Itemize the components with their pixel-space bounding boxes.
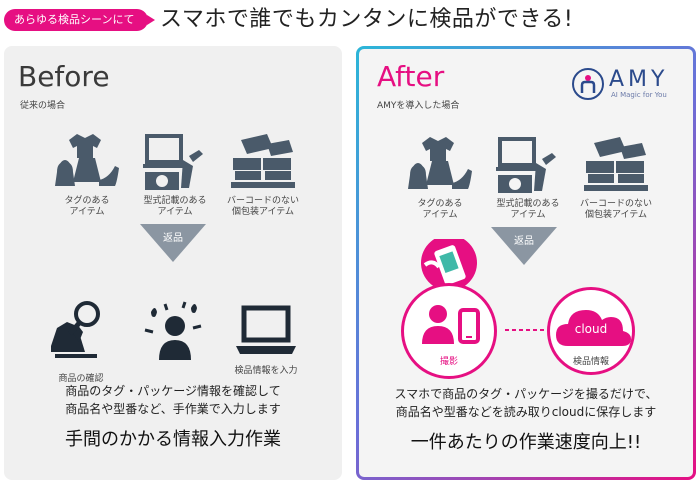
down-arrow-icon: [140, 224, 206, 262]
header: あらゆる検品シーンにて スマホで誰でもカンタンに検品ができる!: [0, 0, 700, 44]
result-inspect: 商品の確認: [46, 298, 116, 384]
result-label: 撮影: [439, 357, 458, 367]
before-panel: Before 従来の場合 タグのある アイテム 型式記載のある アイテム: [4, 46, 342, 480]
return-label: 返品: [514, 236, 534, 247]
amy-logo-icon: [572, 68, 604, 100]
appliance-icon: [143, 134, 203, 190]
item-tagged: タグのある アイテム: [42, 130, 132, 218]
item-label: タグのある アイテム: [417, 199, 463, 220]
after-title: After: [377, 60, 445, 93]
return-label: 返品: [163, 233, 183, 244]
before-description-text: 商品のタグ・パッケージ情報を確認して 商品名や型番など、手作業で入力します: [65, 384, 281, 416]
result-input: 検品情報を入力: [224, 304, 308, 376]
after-panel: After AMYを導入した場合 AMY AI Magic for You タグ…: [356, 46, 696, 480]
item-package: バーコードのない 個包装アイテム: [571, 133, 661, 221]
item-label: バーコードのない 個包装アイテム: [579, 199, 652, 220]
laptop-icon: [236, 305, 296, 354]
before-results: 商品の確認 検品情報を入力: [4, 280, 342, 390]
item-package: バーコードのない 個包装アイテム: [218, 130, 308, 218]
return-arrow: 返品: [140, 224, 206, 264]
person-phone-icon: [422, 305, 480, 344]
cloud-text: cloud: [574, 322, 608, 336]
result-label: 商品の確認: [58, 374, 104, 384]
inspect-icon: [49, 301, 100, 358]
headline: スマホで誰でもカンタンに検品ができる!: [160, 7, 574, 32]
item-label: 型式記載のある アイテム: [496, 199, 560, 220]
after-summary: 一件あたりの作業速度向上!!: [410, 432, 642, 453]
amy-logo-tagline: AI Magic for You: [611, 91, 667, 99]
dotted-connector: [505, 329, 545, 331]
item-label: タグのある アイテム: [64, 196, 110, 217]
cloud-icon: [556, 310, 631, 346]
sweating-person-icon: [144, 301, 202, 360]
clothing-icon: [55, 134, 119, 186]
item-model: 型式記載のある アイテム: [483, 133, 573, 221]
after-results: 撮影 cloud 検品情報: [359, 283, 693, 393]
down-arrow-icon: [491, 227, 557, 265]
return-arrow: 返品: [491, 227, 557, 267]
before-items: タグのある アイテム 型式記載のある アイテム: [4, 130, 342, 230]
after-description-text: スマホで商品のタグ・パッケージを撮るだけで、 商品名や型番などを読み取りclou…: [394, 387, 658, 419]
result-shoot: 撮影: [401, 283, 497, 379]
packaged-goods-icon: [584, 137, 648, 191]
result-sweat: [138, 300, 208, 369]
after-description: スマホで商品のタグ・パッケージを撮るだけで、 商品名や型番などを読み取りclou…: [359, 385, 693, 421]
after-items: タグのある アイテム 型式記載のある アイテム: [359, 133, 693, 233]
item-label: 型式記載のある アイテム: [143, 196, 207, 217]
before-title: Before: [18, 60, 110, 93]
result-cloud: cloud 検品情報: [547, 287, 635, 375]
clothing-icon: [408, 137, 472, 189]
result-label: 検品情報を入力: [234, 366, 298, 376]
amy-logo-text: AMY: [609, 67, 669, 92]
item-model: 型式記載のある アイテム: [130, 130, 220, 218]
scene-tag: あらゆる検品シーンにて: [4, 9, 156, 31]
result-label: 検品情報: [572, 357, 609, 367]
item-tagged: タグのある アイテム: [395, 133, 485, 221]
packaged-goods-icon: [231, 134, 295, 188]
before-description: 商品のタグ・パッケージ情報を確認して 商品名や型番など、手作業で入力します: [4, 382, 342, 418]
before-subtitle: 従来の場合: [20, 101, 66, 111]
after-subtitle: AMYを導入した場合: [377, 101, 460, 111]
amy-logo: AMY AI Magic for You: [571, 67, 687, 101]
item-label: バーコードのない 個包装アイテム: [226, 196, 299, 217]
before-summary: 手間のかかる情報入力作業: [65, 429, 281, 450]
appliance-icon: [496, 137, 556, 193]
